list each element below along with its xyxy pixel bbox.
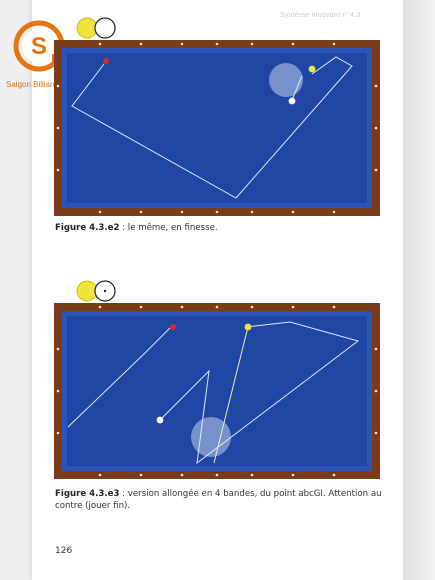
figure-2-ball-legend bbox=[76, 280, 116, 302]
ball-path bbox=[159, 321, 360, 465]
table-cloth bbox=[67, 316, 367, 466]
yellow-ball bbox=[244, 323, 252, 331]
figure-2-billiard-table bbox=[54, 303, 380, 479]
yellow-ball bbox=[308, 65, 316, 73]
figure-1-billiard-table bbox=[54, 40, 380, 216]
page-edge bbox=[403, 0, 435, 580]
figure-2-caption: Figure 4.3.e3 : version allongée en 4 ba… bbox=[55, 488, 385, 512]
page-number: 126 bbox=[55, 546, 73, 556]
white-ball bbox=[288, 97, 296, 105]
cue-path bbox=[291, 75, 303, 101]
logo-letter: S bbox=[31, 33, 47, 60]
figure-2-text: : version allongée en 4 bandes, du point… bbox=[55, 489, 382, 511]
yellow-ball-icon bbox=[76, 280, 98, 302]
saigon-billiards-logo: S bbox=[13, 20, 65, 72]
red-ball bbox=[103, 58, 109, 64]
yellow-ball-icon bbox=[76, 17, 98, 39]
rail-diamonds bbox=[56, 42, 378, 214]
white-ball-spot-icon bbox=[103, 289, 107, 293]
running-header: Système innovant n°4.3 bbox=[280, 12, 361, 19]
ball-path-return bbox=[67, 327, 171, 428]
cue-path bbox=[213, 326, 249, 464]
figure-1-ball-legend bbox=[76, 17, 116, 39]
contact-zone bbox=[191, 417, 231, 457]
contact-zone bbox=[269, 63, 303, 97]
white-ball-icon bbox=[94, 17, 116, 39]
figure-1-text: : le même, en finesse. bbox=[119, 223, 218, 233]
figure-2-number: Figure 4.3.e3 bbox=[55, 489, 120, 499]
red-ball bbox=[170, 324, 176, 330]
figure-1-caption: Figure 4.3.e2 : le même, en finesse. bbox=[55, 222, 385, 234]
table-cloth bbox=[67, 53, 367, 203]
white-ball bbox=[156, 416, 164, 424]
logo-text: Saigon Billiards bbox=[6, 80, 62, 89]
rail-diamonds bbox=[56, 305, 378, 477]
ball-path bbox=[71, 56, 353, 199]
figure-1-number: Figure 4.3.e2 bbox=[55, 223, 120, 233]
